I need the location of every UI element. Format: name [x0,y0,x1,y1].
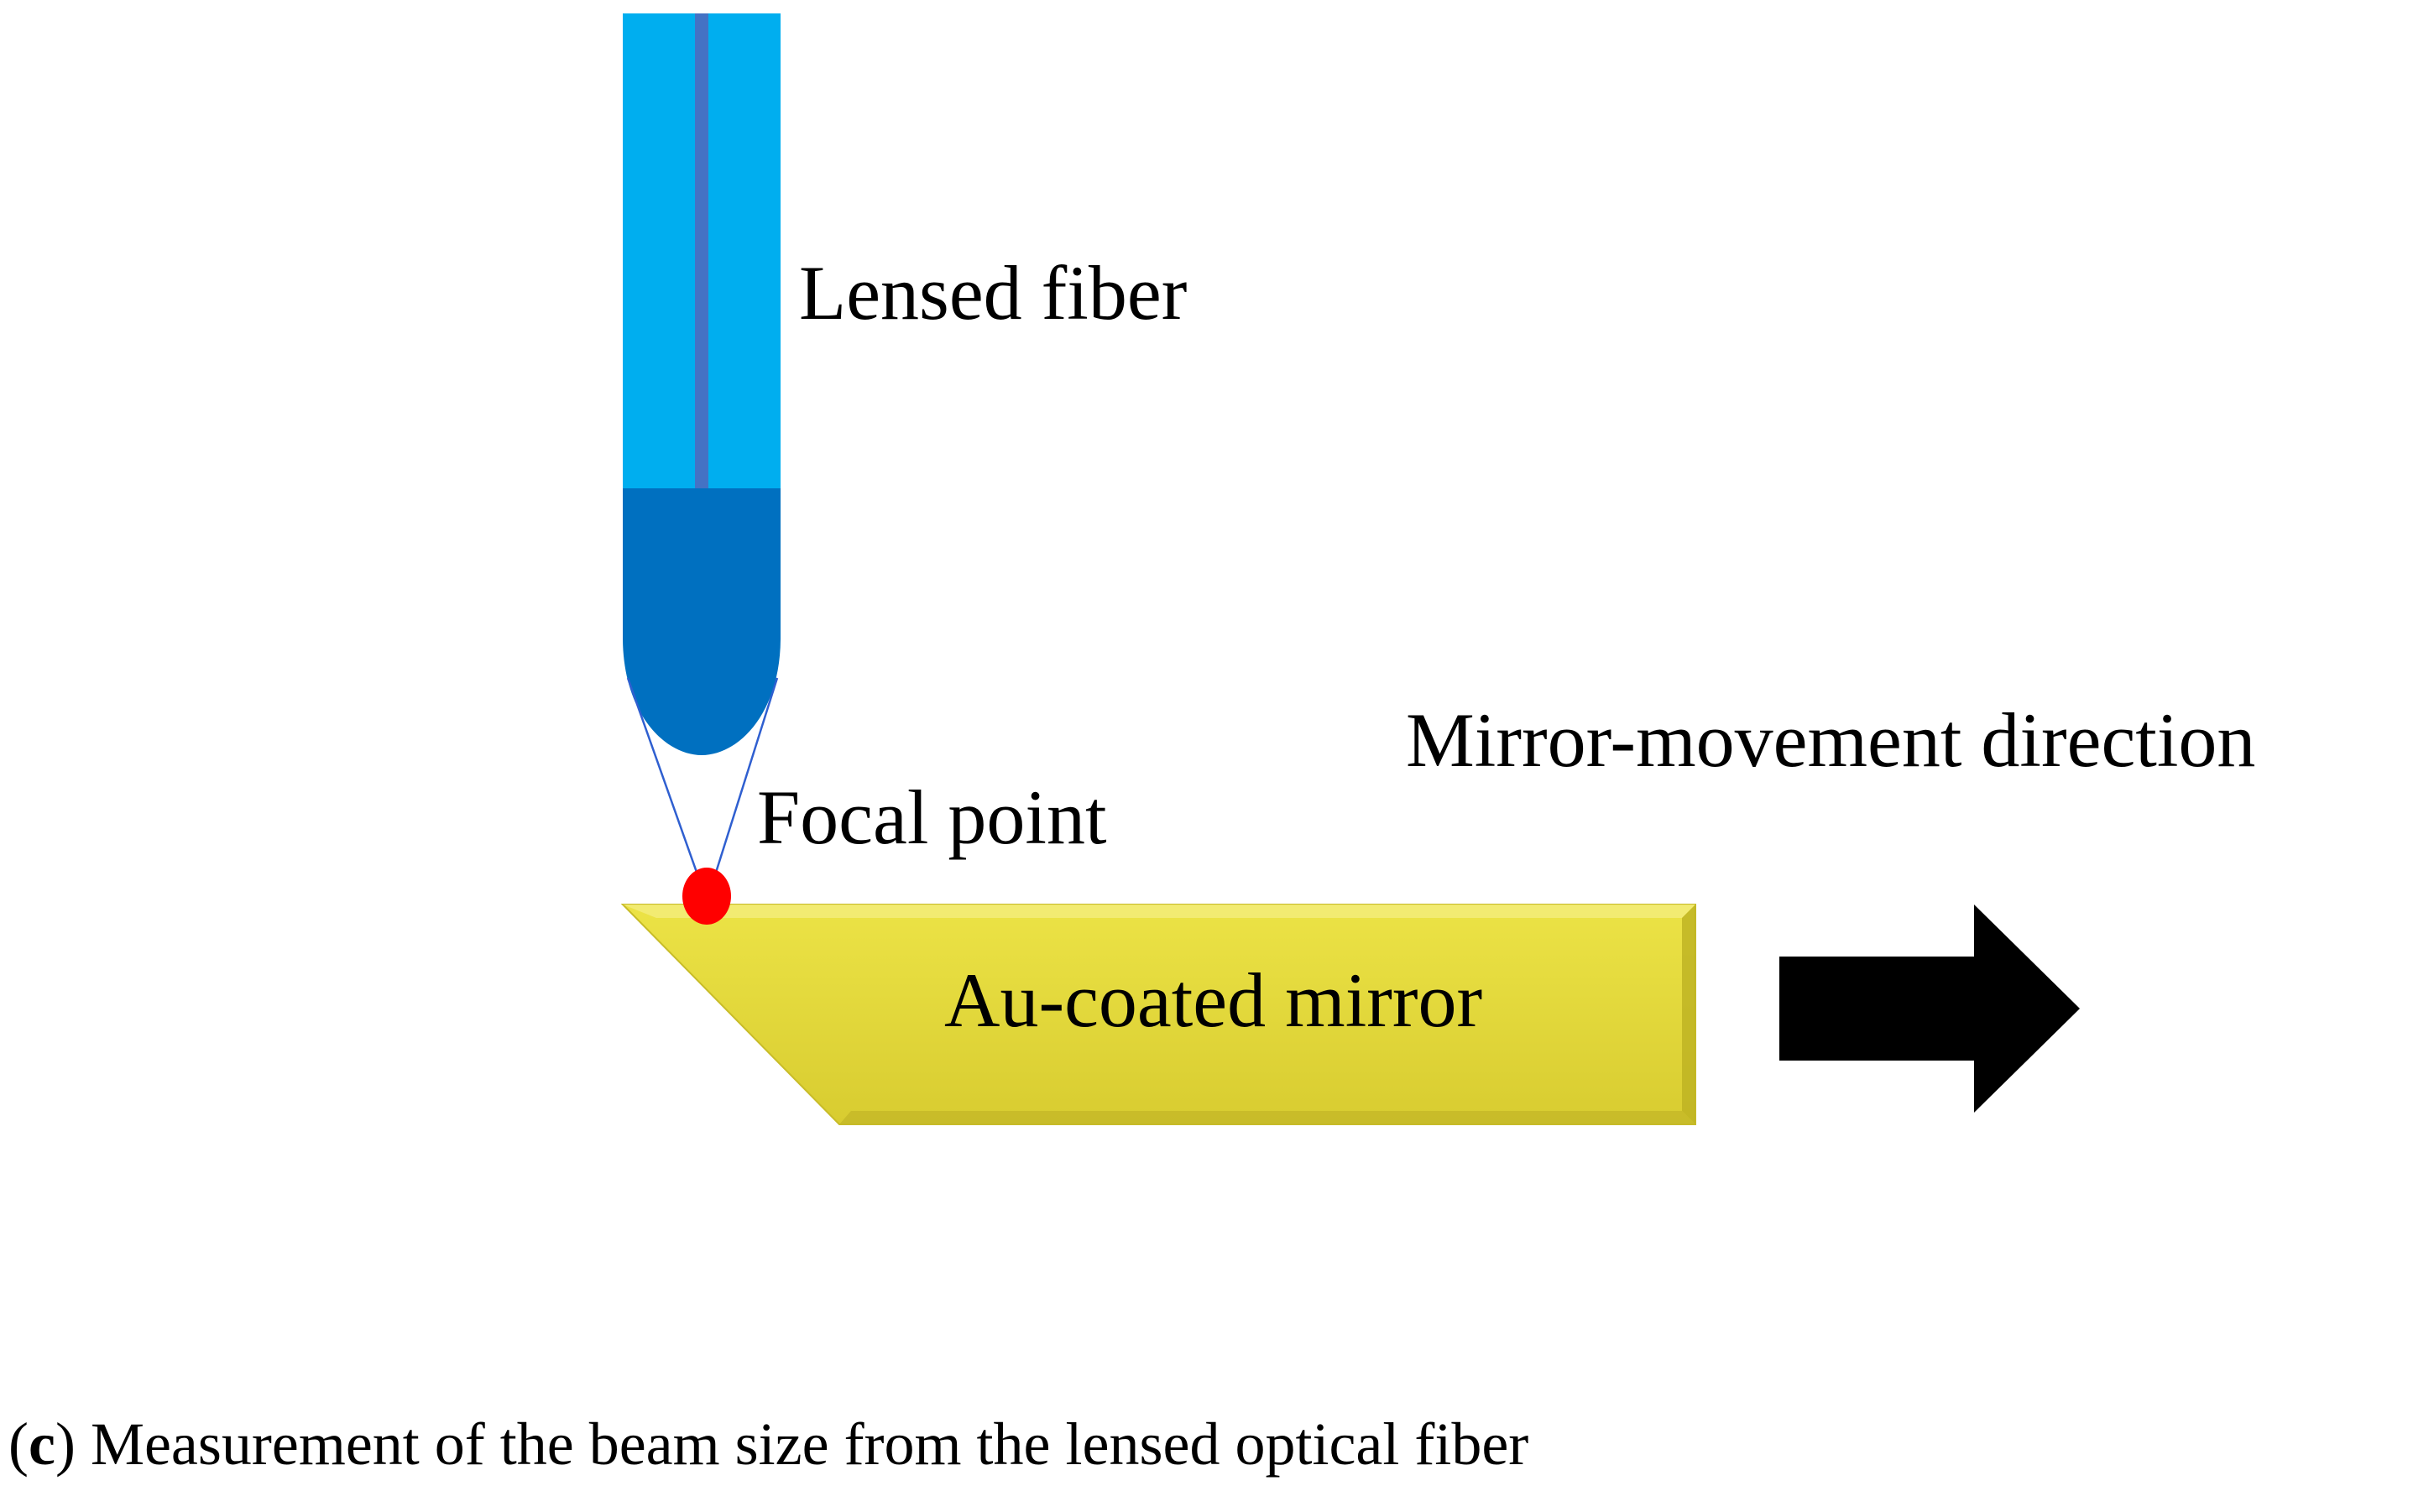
lensed-fiber-label: Lensed fiber [799,250,1187,336]
au-coated-mirror: Au-coated mirror [620,904,1696,1125]
fiber-core [695,13,708,492]
beam-line-left [626,677,705,892]
mirror-label: Au-coated mirror [944,957,1482,1043]
lensed-fiber [623,13,781,755]
focal-point-label: Focal point [757,774,1107,860]
caption-text: Measurement of the beam size from the le… [75,1410,1529,1478]
beam-cone [626,677,779,892]
focal-point-dot [682,868,731,925]
right-arrow-icon [1779,905,2080,1113]
mirror-bottom-bevel [839,1111,1695,1124]
caption-open-paren: ( [8,1410,29,1478]
fiber-lens-tip [623,488,781,755]
caption-panel-letter: c [28,1410,55,1478]
beam-line-right [708,677,779,892]
mirror-top-bevel [623,905,1695,918]
figure-caption: (c) Measurement of the beam size from th… [8,1414,1528,1474]
caption-close-paren: ) [55,1410,76,1478]
mirror-right-bevel [1682,905,1695,1124]
movement-direction-label: Mirror-movement direction [1406,697,2255,783]
